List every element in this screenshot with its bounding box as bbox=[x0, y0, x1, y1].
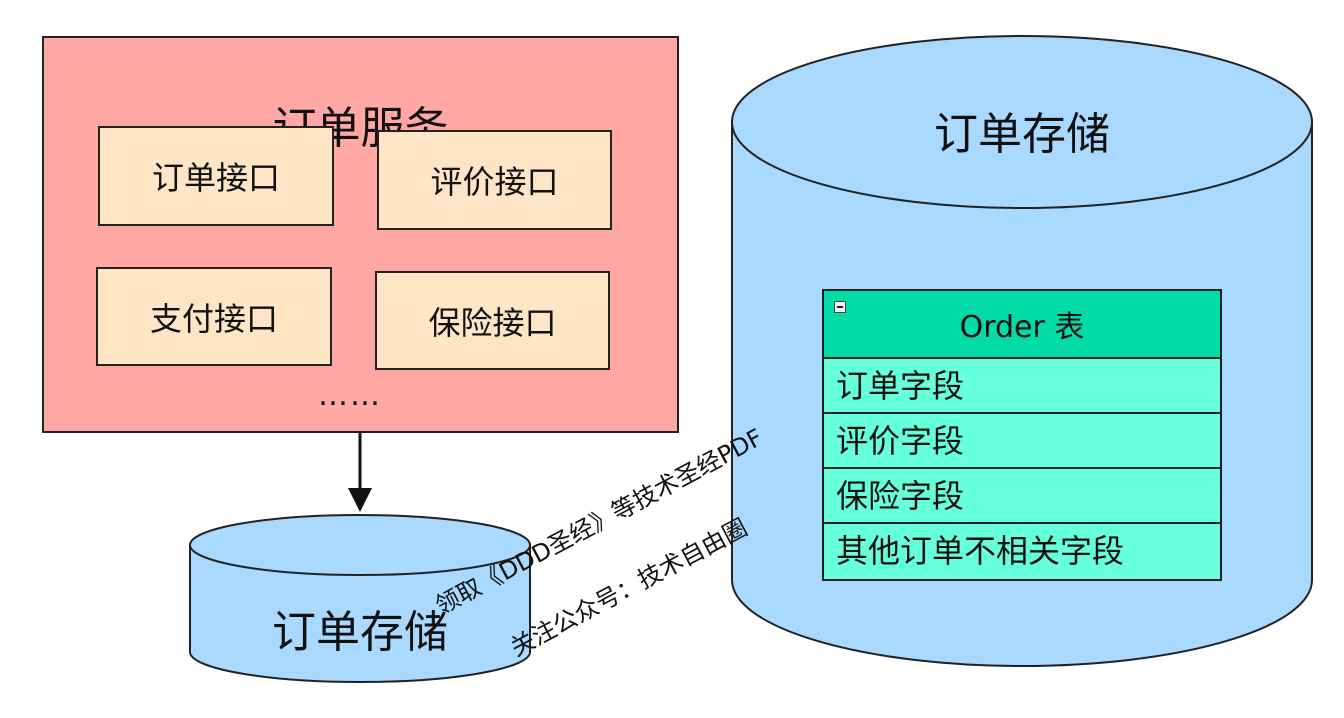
order-service-box: 订单服务 bbox=[42, 36, 679, 433]
order-table: Order 表 订单字段 评价字段 保险字段 其他订单不相关字段 bbox=[822, 289, 1222, 581]
more-interfaces-ellipsis: …… bbox=[318, 378, 382, 413]
order-table-title: Order 表 bbox=[959, 310, 1085, 345]
table-row-review-fields: 评价字段 bbox=[824, 414, 1220, 469]
table-row-insurance-fields: 保险字段 bbox=[824, 469, 1220, 524]
small-db-cylinder bbox=[189, 514, 531, 683]
interface-insurance: 保险接口 bbox=[375, 271, 610, 370]
small-db-title: 订单存储 bbox=[272, 607, 448, 658]
order-table-header: Order 表 bbox=[824, 291, 1220, 359]
service-to-db-arrow bbox=[348, 433, 372, 512]
collapse-icon[interactable] bbox=[834, 301, 846, 313]
big-db-title: 订单存储 bbox=[934, 109, 1110, 160]
interface-review: 评价接口 bbox=[377, 130, 612, 230]
interface-order: 订单接口 bbox=[98, 126, 334, 226]
table-row-order-fields: 订单字段 bbox=[824, 359, 1220, 414]
interface-payment: 支付接口 bbox=[96, 267, 332, 366]
table-row-other-fields: 其他订单不相关字段 bbox=[836, 532, 1125, 570]
